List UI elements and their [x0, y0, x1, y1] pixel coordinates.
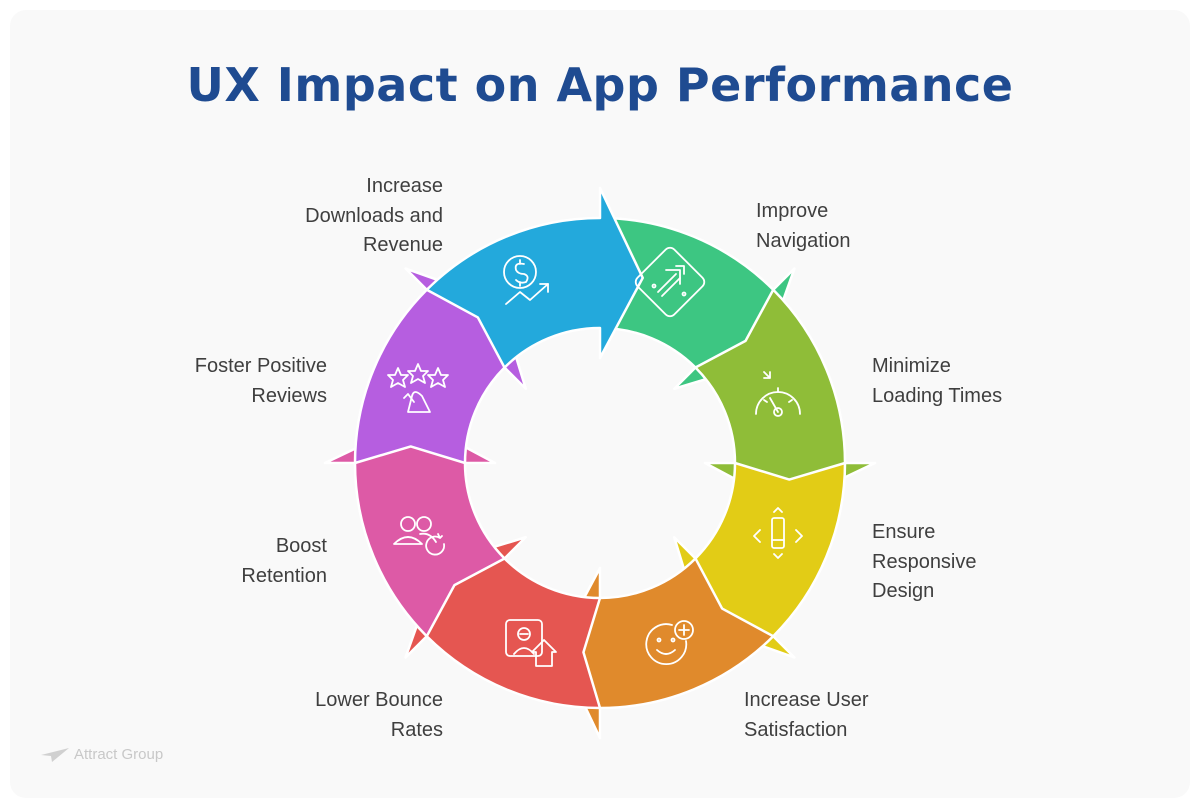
user-upload-icon	[505, 619, 557, 667]
label-ensure-responsive-design: Ensure Responsive Design	[872, 521, 977, 602]
label-minimize-loading-times: Minimize Loading Times	[872, 355, 1003, 407]
label-increase-user-satisfaction: Increase User Satisfaction	[744, 689, 869, 741]
stars-review-icon	[387, 363, 449, 413]
revenue-growth-icon	[503, 255, 549, 305]
watermark-logo: Attract Group	[40, 746, 163, 763]
navigation-arrow-icon	[634, 246, 706, 318]
watermark-text: Attract Group	[74, 746, 164, 763]
smiley-plus-icon	[645, 620, 694, 666]
segment-foster-positive-reviews	[323, 419, 506, 638]
label-boost-retention: Boost Retention	[241, 535, 327, 587]
segment-ensure-responsive-design	[694, 288, 877, 507]
label-improve-navigation: Improve Navigation	[756, 200, 851, 252]
speedometer-icon	[755, 371, 801, 417]
segment-lower-bounce-rates	[556, 557, 775, 740]
paper-plane-icon	[41, 747, 69, 762]
label-increase-downloads-and-revenue: Increase Downloads and Revenue	[305, 175, 443, 256]
label-foster-positive-reviews: Foster Positive Reviews	[194, 355, 327, 407]
page-title: UX Impact on App Performance	[186, 58, 1014, 112]
users-refresh-icon	[393, 516, 445, 556]
label-lower-bounce-rates: Lower Bounce Rates	[315, 689, 443, 741]
responsive-resize-icon	[753, 507, 803, 559]
